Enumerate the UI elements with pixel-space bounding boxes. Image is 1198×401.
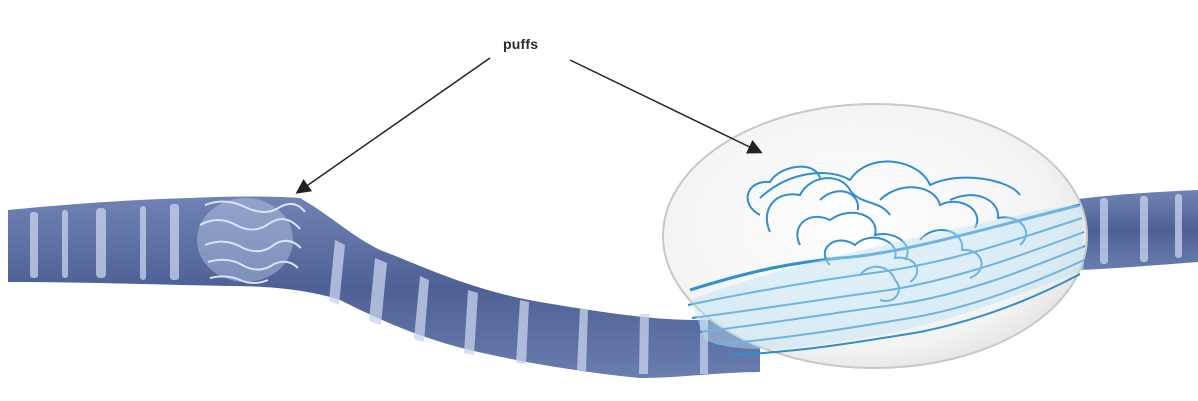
puffs-label: puffs — [503, 36, 538, 52]
arrow-right — [570, 60, 760, 152]
small-puff-highlight — [197, 198, 293, 282]
arrow-left — [298, 58, 490, 192]
